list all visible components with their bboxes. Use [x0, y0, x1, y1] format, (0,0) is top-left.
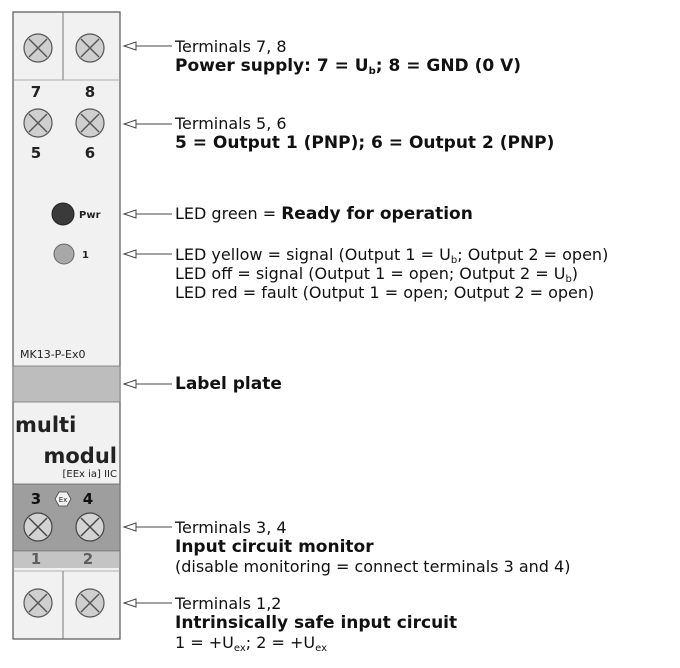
- annotation-label-plate: Label plate: [175, 374, 282, 394]
- terminal-5-label: 5: [31, 144, 41, 162]
- terminal-4-label: 4: [83, 490, 93, 508]
- terminal-8-label: 8: [85, 83, 95, 101]
- annotation-terminals-7-8: Terminals 7, 8 Power supply: 7 = Ub; 8 =…: [175, 37, 522, 77]
- led-pwr-label: Pwr: [79, 210, 101, 221]
- ex-mark-hexagon: [54, 491, 72, 507]
- annotation-terminals-1-2: Terminals 1,2 Intrinsically safe input c…: [175, 594, 458, 654]
- terminal-1-screw: [23, 588, 53, 618]
- terminal-3-screw: [23, 512, 53, 542]
- terminal-6-label: 6: [85, 144, 95, 162]
- led-pwr: [51, 202, 75, 226]
- terminal-5-screw: [23, 108, 53, 138]
- annotation-led-states: LED yellow = signal (Output 1 = Ub; Outp…: [175, 245, 609, 302]
- brand-multi: multi: [15, 413, 76, 437]
- terminal-7-label: 7: [31, 83, 41, 101]
- label-plate: [12, 365, 121, 403]
- model-label: MK13-P-Ex0: [20, 348, 86, 361]
- leader-arrows: [122, 41, 172, 608]
- brand-modul: modul: [44, 444, 118, 468]
- terminal-6-screw: [75, 108, 105, 138]
- terminal-7-screw: [23, 33, 53, 63]
- led-1-label: 1: [82, 250, 89, 261]
- led-1: [53, 243, 75, 265]
- terminal-3-label: 3: [31, 490, 41, 508]
- annotation-terminals-3-4: Terminals 3, 4 Input circuit monitor (di…: [175, 518, 571, 576]
- terminal-8-screw: [75, 33, 105, 63]
- annotation-led-green: LED green = Ready for operation: [175, 204, 473, 224]
- ex-mark-label: Ex: [59, 496, 68, 504]
- annotation-terminals-5-6: Terminals 5, 6 5 = Output 1 (PNP); 6 = O…: [175, 114, 555, 153]
- approval-label: [EEx ia] IIC: [62, 469, 117, 480]
- terminal-2-screw: [75, 588, 105, 618]
- terminal-4-screw: [75, 512, 105, 542]
